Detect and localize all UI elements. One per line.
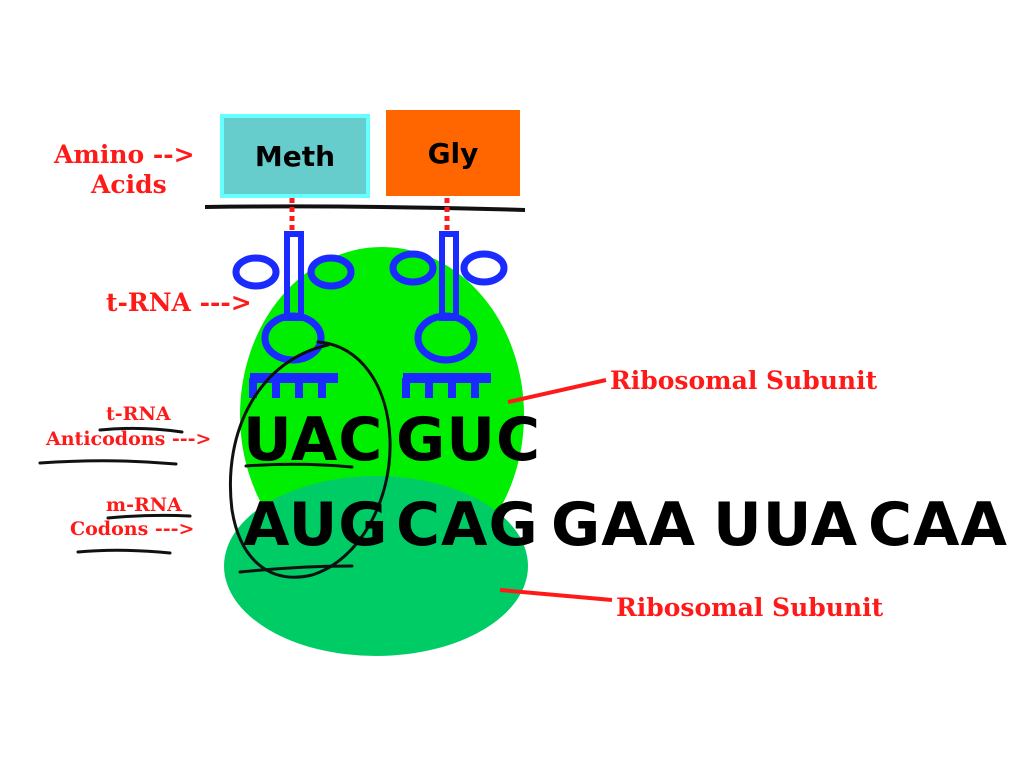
gly-box-border — [386, 110, 520, 196]
ribosome-top-pointer — [507, 378, 607, 404]
amino-acid-meth-label: Meth — [254, 139, 336, 173]
mrna-codon-1: AUG — [243, 490, 389, 560]
mrna-codon-3: GAA — [551, 490, 697, 560]
amino-acid-gly: Gly — [386, 110, 520, 196]
codons-label-line2: Codons ---> — [70, 518, 195, 540]
ribosomal-subunit-top-label: Ribosomal Subunit — [610, 366, 878, 395]
ribosomal-subunit-bottom-label: Ribosomal Subunit — [616, 593, 884, 622]
trna-molecule-2 — [389, 231, 508, 398]
amino-acid-gly-label: Gly — [427, 136, 479, 170]
amino-acid-meth: Meth — [222, 116, 368, 196]
amino-acid-baseline — [204, 204, 526, 212]
amino-acids-label-line1: Amino --> — [54, 140, 195, 169]
mrna-codon-5: CAA — [868, 490, 1008, 560]
anticodons-label-line2: Anticodons ---> — [46, 428, 212, 450]
handwritten-annotations — [38, 340, 392, 579]
meth-box-border — [220, 114, 370, 198]
trna-label: t-RNA ---> — [106, 288, 252, 317]
anticodon-2: GUC — [396, 405, 542, 475]
small-ribosomal-subunit — [224, 476, 528, 656]
anticodons-label-line1: t-RNA — [106, 403, 171, 425]
mrna-codon-2: CAG — [396, 490, 539, 560]
mrna-codon-4: UUA — [713, 490, 859, 560]
ribosome-bottom-pointer — [499, 588, 613, 602]
codons-label-line1: m-RNA — [106, 494, 182, 516]
amino-acids-label-line2: Acids — [91, 170, 167, 199]
anticodon-1: UAC — [243, 405, 384, 475]
